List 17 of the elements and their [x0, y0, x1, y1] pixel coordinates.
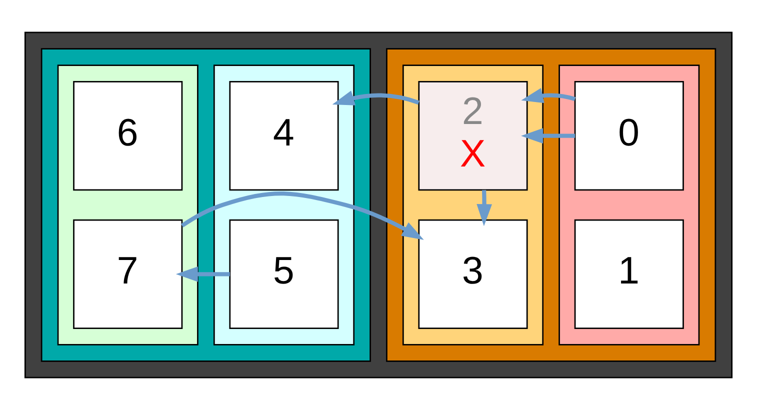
arrow — [476, 190, 492, 226]
arrow — [176, 266, 230, 282]
node-box: 3 — [418, 219, 528, 329]
cluster — [558, 64, 700, 346]
node-box: 7 — [73, 219, 183, 329]
node-box: 0 — [574, 81, 684, 191]
node-box: 2 X — [418, 81, 528, 191]
arrow — [332, 90, 420, 106]
cluster — [386, 48, 716, 362]
arrow — [521, 128, 576, 144]
cluster — [40, 48, 371, 362]
node-box: 6 — [73, 81, 183, 191]
node-box: 4 — [229, 81, 339, 191]
cluster — [24, 32, 733, 378]
arrow — [180, 192, 424, 240]
node-box: 5 — [229, 219, 339, 329]
node-box: 1 — [574, 219, 684, 329]
